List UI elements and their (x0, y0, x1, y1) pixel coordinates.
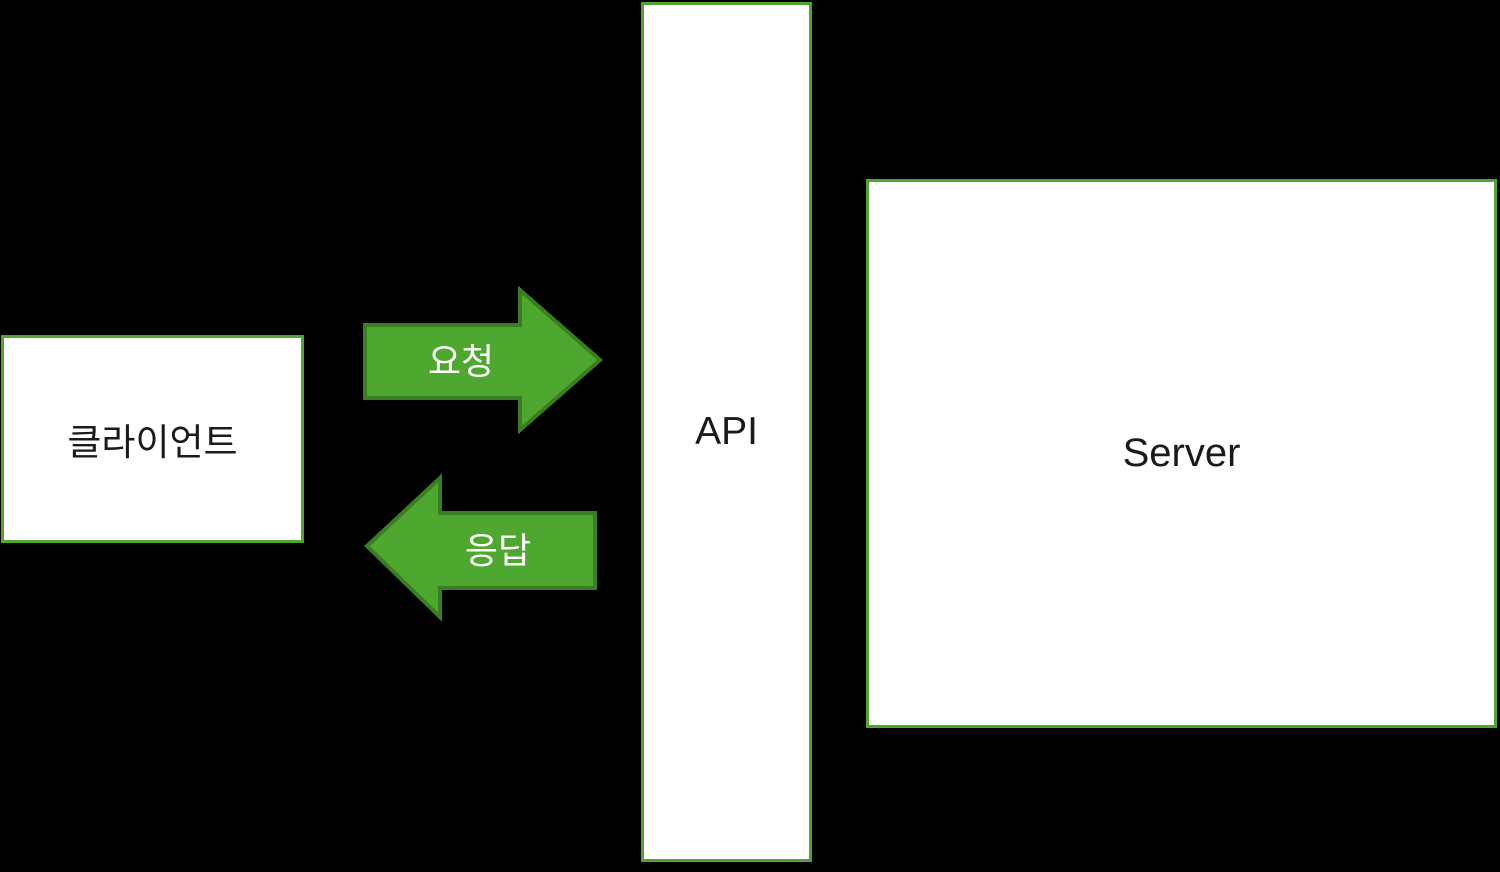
server-box-label: Server (1122, 431, 1241, 475)
client-box: 클라이언트 (1, 335, 304, 543)
api-box: API (641, 2, 812, 862)
client-box-label: 클라이언트 (67, 422, 238, 463)
response-arrow (364, 473, 597, 622)
request-arrow-label: 요청 (427, 341, 495, 382)
server-box: Server (866, 179, 1497, 728)
request-arrow (363, 285, 604, 435)
api-box-label: API (695, 410, 758, 453)
response-arrow-label: 응답 (464, 530, 532, 571)
